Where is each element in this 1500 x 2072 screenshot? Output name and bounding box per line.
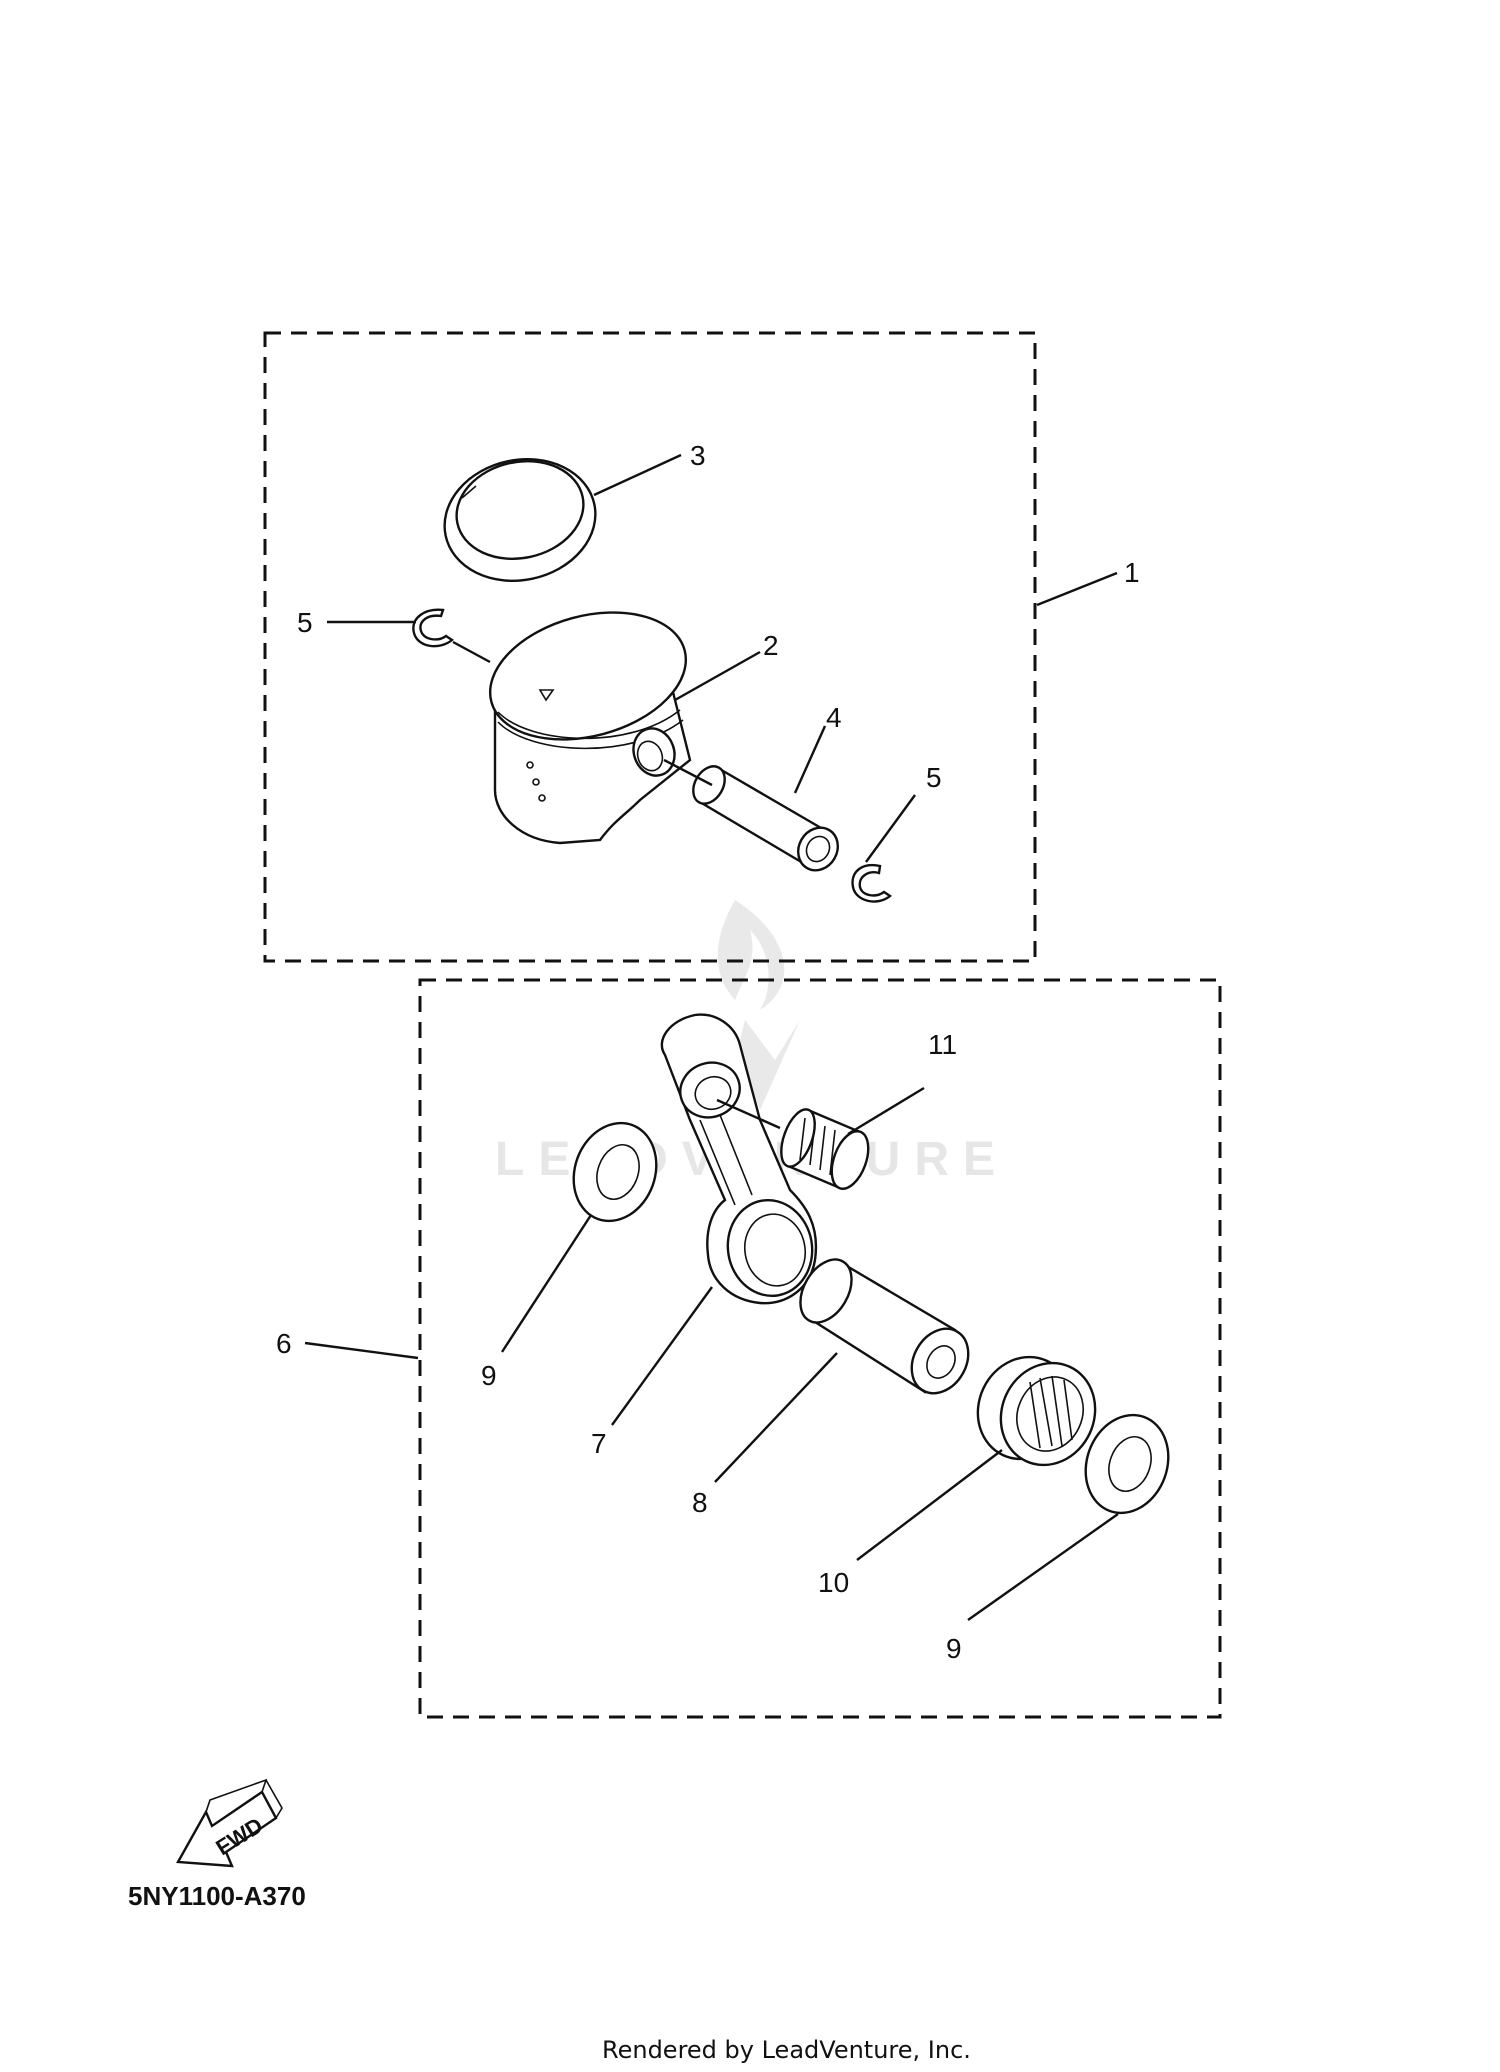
callout-2: 2 bbox=[763, 630, 779, 661]
footer-credit: Rendered by LeadVenture, Inc. bbox=[602, 2036, 971, 2064]
piston-kit-box bbox=[263, 331, 1037, 963]
forward-arrow-icon: FWD bbox=[176, 1778, 283, 1868]
callout-6: 6 bbox=[276, 1328, 292, 1359]
piston-pin-clip-right bbox=[851, 863, 893, 903]
big-end-bearing bbox=[976, 1355, 1097, 1467]
diagram-code: 5NY1100-A370 bbox=[128, 1881, 306, 1911]
callout-9-left: 9 bbox=[481, 1360, 497, 1391]
piston-pin-clip-left bbox=[412, 608, 455, 648]
callout-1: 1 bbox=[1124, 557, 1140, 588]
thrust-washer-right bbox=[1084, 1413, 1170, 1515]
callout-8: 8 bbox=[692, 1487, 708, 1518]
piston bbox=[488, 611, 692, 845]
callout-7: 7 bbox=[591, 1428, 607, 1459]
callout-11: 11 bbox=[928, 1029, 957, 1060]
piston-pin bbox=[692, 765, 839, 872]
callout-5-left: 5 bbox=[297, 607, 313, 638]
callout-9-right: 9 bbox=[946, 1633, 962, 1664]
small-end-bearing bbox=[780, 1108, 870, 1190]
connecting-rod-kit-box bbox=[418, 978, 1222, 1719]
thrust-washer-left bbox=[572, 1121, 658, 1223]
callout-4: 4 bbox=[826, 702, 842, 733]
callout-5-right: 5 bbox=[926, 762, 942, 793]
callout-10: 10 bbox=[818, 1567, 849, 1598]
crank-pin bbox=[799, 1258, 970, 1395]
callout-3: 3 bbox=[690, 440, 706, 471]
piston-ring bbox=[443, 458, 597, 582]
